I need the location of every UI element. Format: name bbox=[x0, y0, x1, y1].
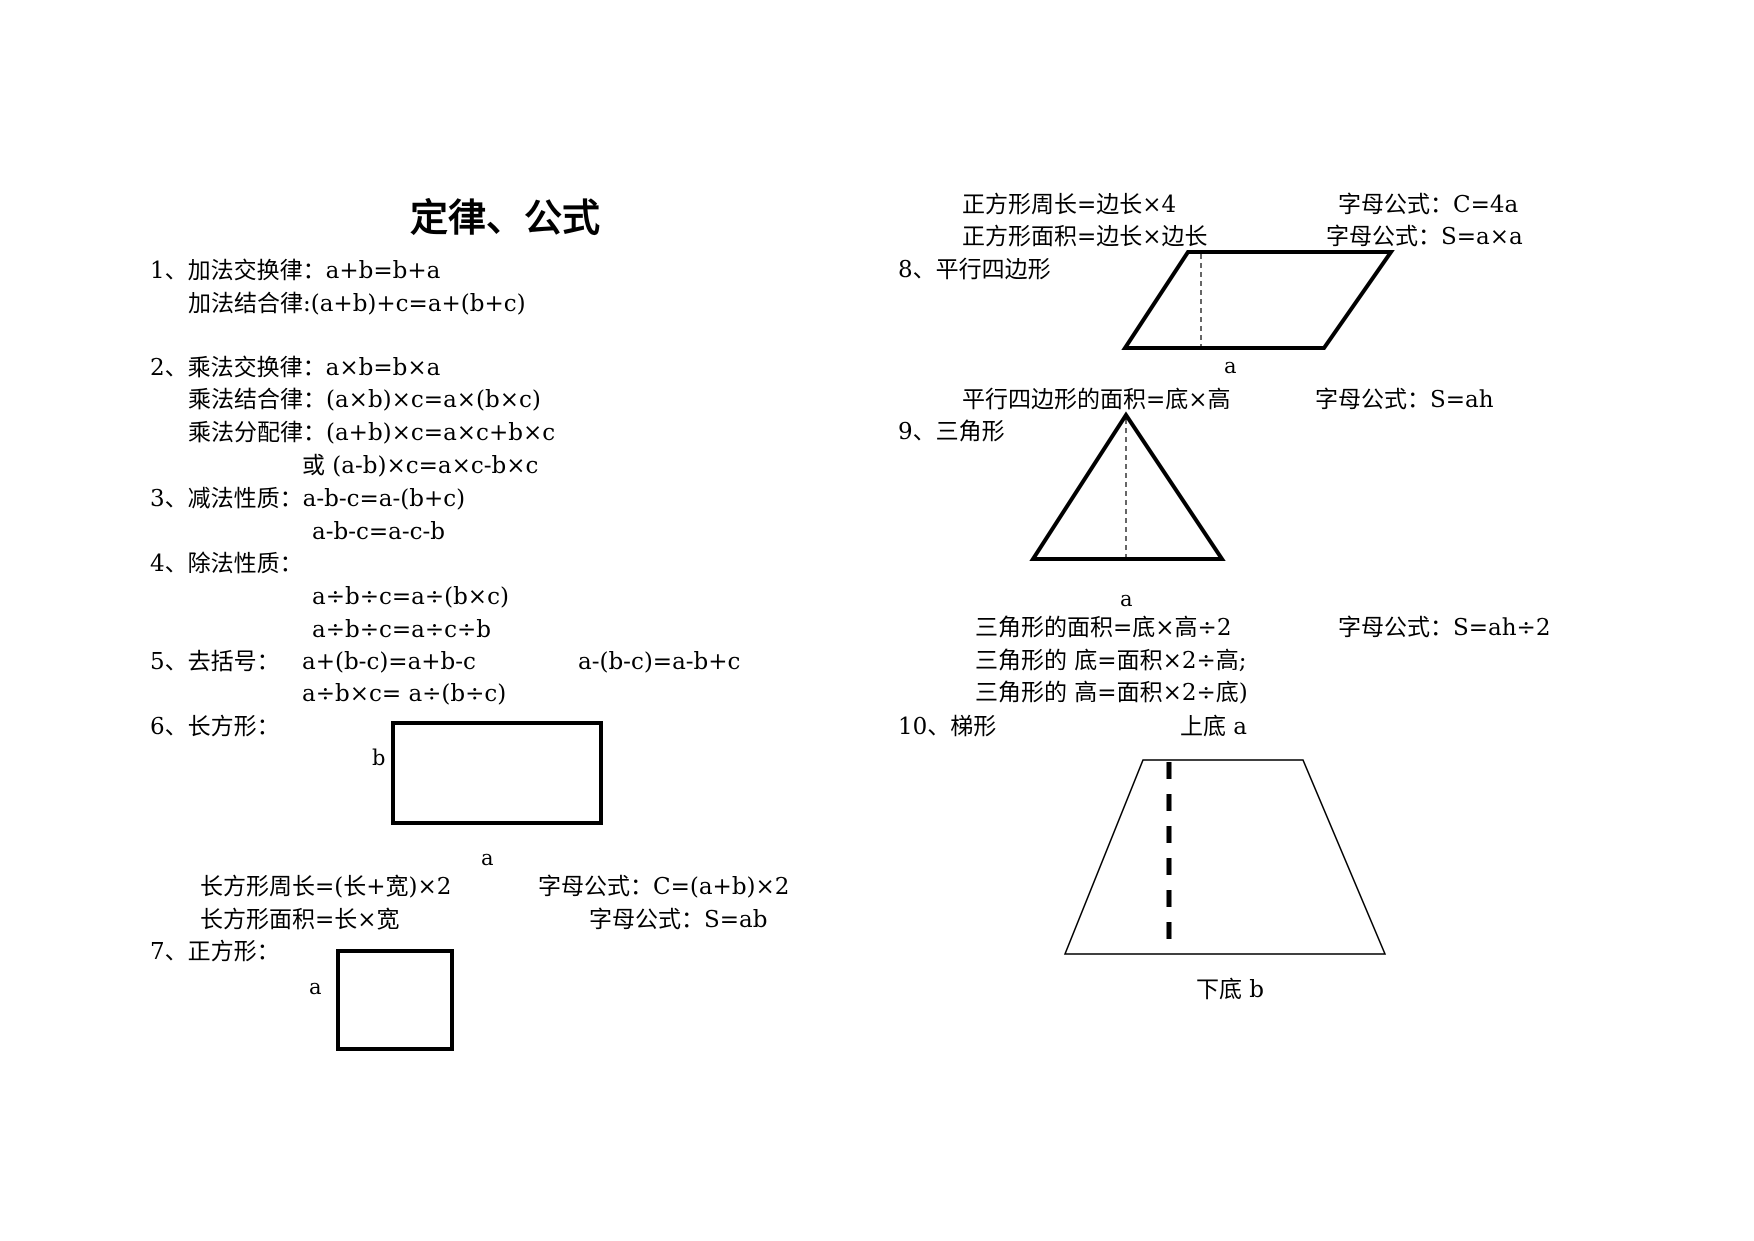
multiplication-distributive-law: 乘法分配律：(a+b)×c=a×c+b×c bbox=[188, 420, 556, 446]
trapezoid-top-label: 上底 a bbox=[1180, 714, 1248, 740]
square-perimeter: 正方形周长=边长×4 bbox=[962, 192, 1177, 218]
rectangle-area: 长方形面积=长×宽 bbox=[200, 907, 400, 933]
triangle-area-formula: 字母公式：S=ah÷2 bbox=[1338, 615, 1551, 641]
subtraction-property: 3、减法性质：a-b-c=a-(b+c) bbox=[150, 486, 466, 512]
bracket-removal-b: a-(b-c)=a-b+c bbox=[578, 649, 741, 675]
rectangle-label-a: a bbox=[481, 846, 494, 870]
parallelogram-area: 平行四边形的面积=底×高 bbox=[962, 387, 1231, 413]
bracket-removal-a: a+(b-c)=a+b-c bbox=[302, 649, 476, 675]
bracket-removal-c: a÷b×c= a÷(b÷c) bbox=[302, 681, 507, 707]
page-title: 定律、公式 bbox=[410, 195, 601, 240]
rectangle-shape bbox=[391, 721, 603, 825]
rectangle-title: 6、长方形： bbox=[150, 714, 280, 740]
division-property-title: 4、除法性质： bbox=[150, 551, 303, 577]
bracket-removal-title: 5、去括号： bbox=[150, 649, 280, 675]
division-property-a: a÷b÷c=a÷(b×c) bbox=[312, 584, 509, 610]
rectangle-perimeter-formula: 字母公式：C=(a+b)×2 bbox=[538, 874, 790, 900]
multiplication-associative-law: 乘法结合律：(a×b)×c=a×(b×c) bbox=[188, 387, 541, 413]
rectangle-diagram bbox=[391, 721, 603, 825]
subtraction-property-alt: a-b-c=a-c-b bbox=[312, 519, 445, 545]
triangle-height-formula: 三角形的 高=面积×2÷底) bbox=[975, 680, 1248, 706]
addition-commutative-law: 1、加法交换律：a+b=b+a bbox=[150, 258, 441, 284]
multiplication-distributive-law-alt: 或 (a-b)×c=a×c-b×c bbox=[302, 453, 539, 479]
square-area: 正方形面积=边长×边长 bbox=[962, 224, 1208, 250]
trapezoid-title: 10、梯形 bbox=[898, 714, 997, 740]
square-label-a: a bbox=[309, 975, 322, 999]
parallelogram-label-a: a bbox=[1224, 354, 1237, 378]
triangle-label-a: a bbox=[1120, 587, 1133, 611]
rectangle-perimeter: 长方形周长=(长+宽)×2 bbox=[200, 874, 452, 900]
triangle-title: 9、三角形 bbox=[898, 419, 1005, 445]
rectangle-area-formula: 字母公式：S=ab bbox=[589, 907, 768, 933]
parallelogram-shape bbox=[1121, 250, 1395, 350]
parallelogram-title: 8、平行四边形 bbox=[898, 257, 1051, 283]
square-title: 7、正方形： bbox=[150, 939, 280, 965]
parallelogram-diagram bbox=[1121, 250, 1395, 350]
parallelogram-area-formula: 字母公式：S=ah bbox=[1315, 387, 1494, 413]
division-property-b: a÷b÷c=a÷c÷b bbox=[312, 617, 491, 643]
square-perimeter-formula: 字母公式：C=4a bbox=[1338, 192, 1519, 218]
square-shape bbox=[336, 949, 454, 1051]
rectangle-label-b: b bbox=[372, 746, 386, 770]
triangle-diagram bbox=[1029, 411, 1226, 561]
trapezoid-diagram bbox=[1063, 759, 1387, 955]
triangle-shape bbox=[1029, 411, 1226, 561]
multiplication-commutative-law: 2、乘法交换律：a×b=b×a bbox=[150, 355, 441, 381]
square-area-formula: 字母公式：S=a×a bbox=[1326, 224, 1523, 250]
addition-associative-law: 加法结合律:(a+b)+c=a+(b+c) bbox=[188, 291, 526, 317]
triangle-area: 三角形的面积=底×高÷2 bbox=[975, 615, 1232, 641]
trapezoid-bottom-label: 下底 b bbox=[1196, 977, 1265, 1003]
trapezoid-shape bbox=[1063, 759, 1387, 955]
square-diagram bbox=[336, 949, 454, 1051]
triangle-base-formula: 三角形的 底=面积×2÷高; bbox=[975, 648, 1247, 674]
